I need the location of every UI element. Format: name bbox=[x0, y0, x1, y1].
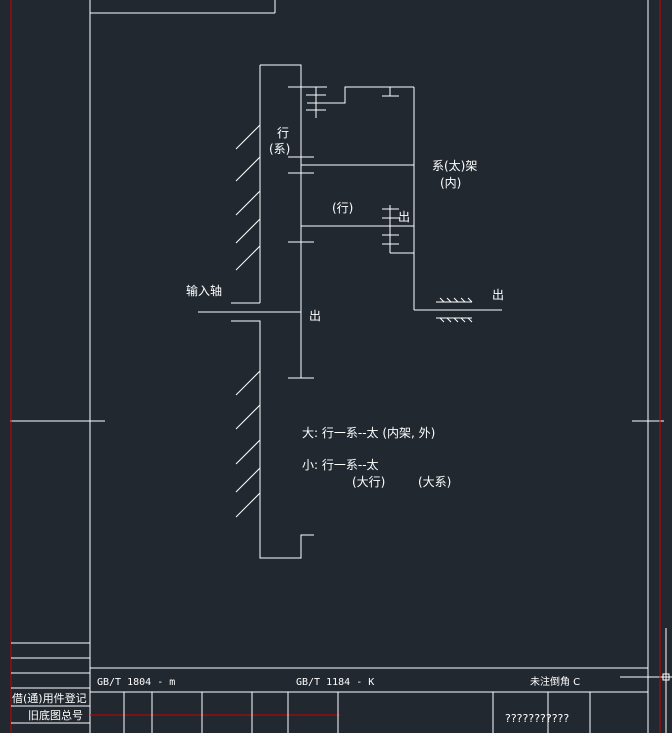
housing-hatch-upper bbox=[235, 124, 261, 271]
label-planet-carrier: 系(太)架 bbox=[432, 158, 477, 173]
outer-red-border bbox=[10, 0, 661, 733]
chamfer-note-text: 未注倒角 C bbox=[530, 675, 580, 688]
label-xing-mid: (行) bbox=[332, 201, 353, 215]
label-out-center: 出 bbox=[309, 309, 321, 323]
gear-train-diagram bbox=[198, 64, 502, 559]
housing-hatch-lower bbox=[235, 370, 261, 518]
drawing-frame bbox=[10, 0, 672, 733]
housing-outline bbox=[260, 64, 302, 87]
title-block bbox=[11, 642, 648, 733]
std-1804-text: GB/T 1804 - m bbox=[97, 677, 175, 688]
label-xi-top: (系) bbox=[269, 142, 290, 156]
housing-lower bbox=[231, 320, 314, 559]
borrow-register-label: 借(通)用件登记 bbox=[12, 691, 87, 705]
note-big-xi: (大系) bbox=[418, 475, 451, 489]
label-inner: (内) bbox=[440, 176, 461, 190]
label-out-right: 出 bbox=[492, 288, 504, 302]
std-1184-text: GB/T 1184 - K bbox=[296, 677, 374, 688]
note-big-xing: (大行) bbox=[352, 475, 385, 489]
note-small: 小: 行一系--太 bbox=[302, 457, 379, 472]
note-big: 大: 行一系--太 (内架, 外) bbox=[302, 425, 435, 440]
old-drawing-number-label: 旧底图总号 bbox=[28, 708, 83, 722]
label-input-shaft: 输入轴 bbox=[186, 283, 222, 298]
garbled-text: ??????????? bbox=[505, 712, 569, 725]
label-xing-top: 行 bbox=[277, 126, 289, 140]
label-out-small: 出 bbox=[398, 210, 410, 224]
